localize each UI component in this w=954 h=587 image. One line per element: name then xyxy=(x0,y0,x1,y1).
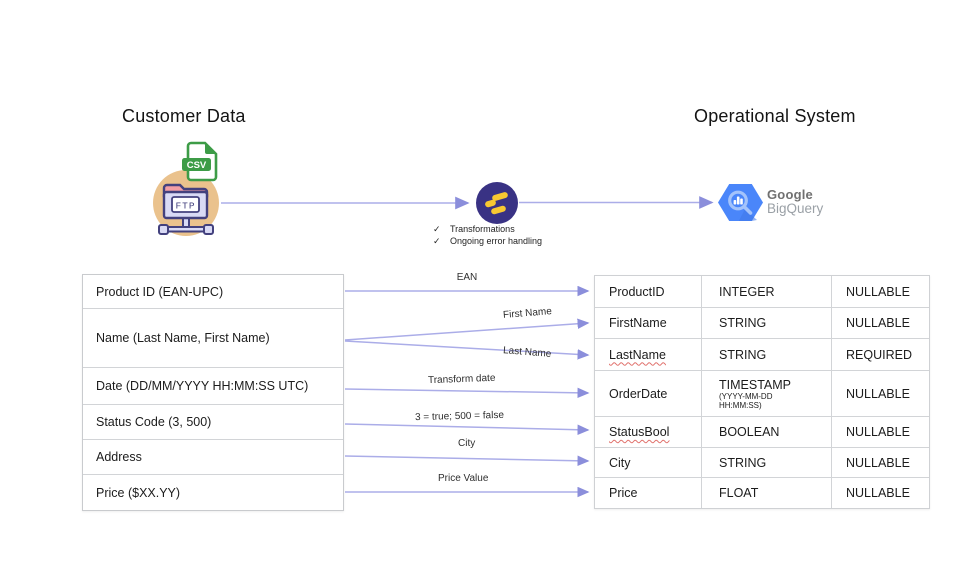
bigquery-wordmark: Google BigQuery xyxy=(767,188,823,216)
mapping-label-transform-date: Transform date xyxy=(427,372,496,387)
field-type: BOOLEAN xyxy=(719,425,780,439)
table-row: Name (Last Name, First Name) xyxy=(83,309,343,368)
table-row: Address xyxy=(83,440,343,475)
source-table: Product ID (EAN-UPC) Name (Last Name, Fi… xyxy=(82,274,344,511)
mapping-arrow-transform-date xyxy=(344,387,590,399)
folder-label: FTP xyxy=(175,201,195,212)
source-field: Status Code (3, 500) xyxy=(96,415,212,429)
checklist-label: Ongoing error handling xyxy=(450,236,543,246)
source-field: Price ($XX.YY) xyxy=(96,485,181,500)
mapping-label-first-name: First Name xyxy=(502,306,553,321)
target-table: ProductID INTEGER NULLABLE FirstName STR… xyxy=(594,275,930,509)
mapping-label-ean: EAN xyxy=(456,272,478,283)
field-type: STRING xyxy=(719,455,767,470)
field-type: TIMESTAMP xyxy=(719,377,791,392)
mapping-arrow-status-bool xyxy=(344,423,590,435)
table-row: City STRING NULLABLE xyxy=(595,448,929,478)
field-mode: NULLABLE xyxy=(846,455,910,470)
field-mode: NULLABLE xyxy=(846,284,910,299)
bigquery-hexagon-icon xyxy=(718,184,763,221)
transform-checklist: ✓ Transformations ✓ Ongoing error handli… xyxy=(433,223,542,247)
bar-chart-glyph xyxy=(733,196,743,205)
google-brand-text: Google xyxy=(767,187,813,202)
field-mode: REQUIRED xyxy=(846,347,912,362)
source-heading: Customer Data xyxy=(122,106,246,126)
field-name: FirstName xyxy=(609,316,667,330)
field-name: StatusBool xyxy=(609,425,670,439)
checklist-label: Transformations xyxy=(450,224,515,234)
check-icon: ✓ xyxy=(433,236,441,246)
table-row: LastName STRING REQUIRED xyxy=(595,339,929,371)
table-row: Price FLOAT NULLABLE xyxy=(595,478,929,508)
field-name: City xyxy=(609,455,631,470)
mapping-label-price-value: Price Value xyxy=(438,473,489,484)
table-row: Date (DD/MM/YYYY HH:MM:SS UTC) xyxy=(83,368,343,405)
source-field: Date (DD/MM/YYYY HH:MM:SS UTC) xyxy=(96,379,309,393)
field-name: ProductID xyxy=(609,284,665,299)
source-field: Product ID (EAN-UPC) xyxy=(96,284,224,299)
field-type: STRING xyxy=(719,347,767,362)
table-row: Product ID (EAN-UPC) xyxy=(83,275,343,309)
source-field: Address xyxy=(96,450,142,464)
mapping-label-city: City xyxy=(458,438,476,449)
table-row: Price ($XX.YY) xyxy=(83,475,343,510)
table-row: Status Code (3, 500) xyxy=(83,405,343,440)
csv-file-icon: CSV xyxy=(182,141,218,182)
mapping-arrow-first-name xyxy=(344,318,590,341)
destination-heading: Operational System xyxy=(694,106,856,126)
etl-transform-icon xyxy=(476,182,518,224)
table-row: FirstName STRING NULLABLE xyxy=(595,308,929,339)
mapping-label-last-name: Last Name xyxy=(502,345,552,360)
source-field: Name (Last Name, First Name) xyxy=(96,331,270,345)
field-name: LastName xyxy=(609,347,666,362)
field-mode: NULLABLE xyxy=(846,486,910,500)
csv-badge: CSV xyxy=(187,160,207,171)
checklist-item: ✓ Transformations xyxy=(433,223,542,235)
ftp-source-icon: FTP CSV xyxy=(153,141,219,236)
mapping-arrow-city xyxy=(344,455,590,467)
check-icon: ✓ xyxy=(433,224,441,234)
field-name: Price xyxy=(609,486,638,500)
table-row: OrderDate TIMESTAMP (YYYY-MM-DD HH:MM:SS… xyxy=(595,371,929,417)
field-mode: NULLABLE xyxy=(846,316,910,330)
mapping-label-status-bool: 3 = true; 500 = false xyxy=(414,409,505,424)
field-name: OrderDate xyxy=(609,386,668,401)
checklist-item: ✓ Ongoing error handling xyxy=(433,235,542,247)
field-type-note: (YYYY-MM-DD HH:MM:SS) xyxy=(719,391,773,410)
bigquery-product-text: BigQuery xyxy=(767,201,824,216)
field-type: STRING xyxy=(719,316,767,330)
table-row: StatusBool BOOLEAN NULLABLE xyxy=(595,417,929,448)
field-type: FLOAT xyxy=(719,486,759,500)
field-mode: NULLABLE xyxy=(846,386,910,401)
field-type: INTEGER xyxy=(719,284,775,299)
field-mode: NULLABLE xyxy=(846,425,910,439)
table-row: ProductID INTEGER NULLABLE xyxy=(595,276,929,308)
